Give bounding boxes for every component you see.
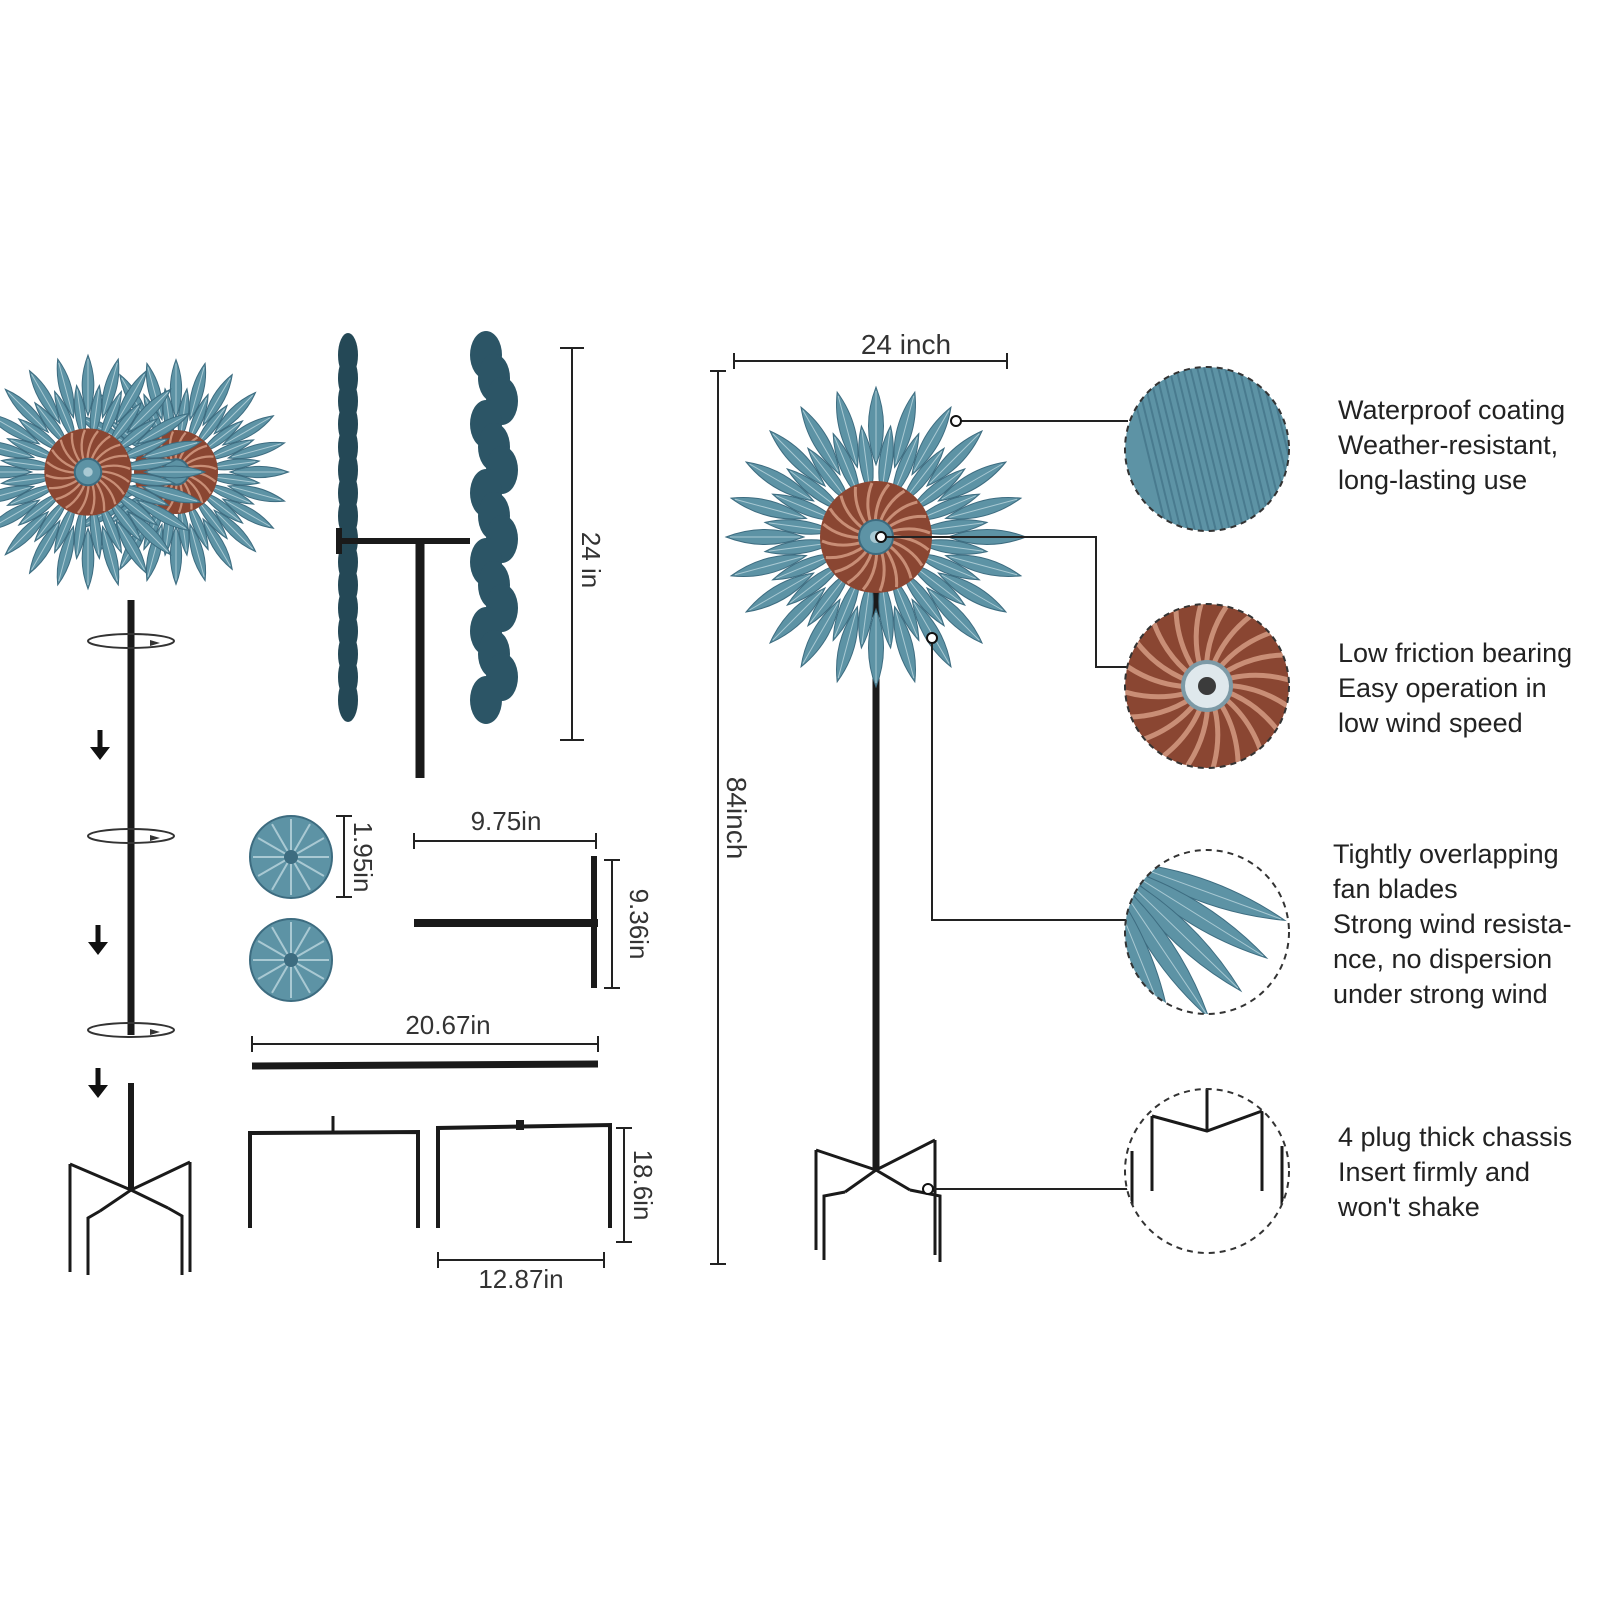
feature-line: Weather-resistant, (1338, 430, 1559, 460)
feature-line: long-lasting use (1338, 465, 1528, 495)
t-bar-width-label: 9.75in (471, 806, 542, 836)
t-bar-part (414, 856, 598, 988)
callout-dot (875, 415, 962, 1195)
base-width-dimension: 12.87in (437, 1252, 605, 1294)
side-view-spinner (336, 331, 518, 778)
base-width-label: 12.87in (478, 1264, 563, 1294)
total-height-label: 84inch (721, 777, 752, 860)
assembled-spinner-top (0, 353, 290, 591)
base-height-label: 18.6in (628, 1150, 658, 1221)
cap-part-1 (249, 815, 333, 899)
t-bar-width-dimension: 9.75in (413, 806, 597, 849)
down-arrow-icon (88, 1068, 108, 1098)
fan-blade-icon (1124, 849, 1290, 1015)
cap-size-label: 1.95in (348, 822, 378, 893)
feature-line: nce, no dispersion (1333, 944, 1553, 974)
chassis-icon (1124, 1088, 1290, 1254)
pole-length-label: 20.67in (405, 1010, 490, 1040)
base-height-dimension: 18.6in (616, 1127, 658, 1243)
feature-line: Strong wind resista- (1333, 909, 1572, 939)
feature-waterproof: Waterproof coating Weather-resistant, lo… (1338, 393, 1565, 498)
cap-part-2 (249, 918, 333, 1002)
height-dimension-24in: 24 in (560, 347, 606, 741)
feature-line: low wind speed (1338, 708, 1523, 738)
pole-length-dimension: 20.67in (251, 1010, 599, 1052)
waterproof-texture-icon (1124, 366, 1290, 532)
feature-line: won't shake (1338, 1192, 1480, 1222)
feature-line: Insert firmly and (1338, 1157, 1531, 1187)
base-stake-part-2 (436, 1120, 612, 1228)
pole-part (251, 1060, 599, 1070)
callout-lines (881, 420, 1128, 1190)
feature-line: under strong wind (1333, 979, 1548, 1009)
feature-line: Waterproof coating (1338, 395, 1566, 425)
t-bar-height-dimension: 9.36in (604, 859, 654, 989)
down-arrow-icon (88, 925, 108, 955)
base-stake-part-1 (248, 1116, 420, 1228)
main-stake-base (814, 1138, 942, 1262)
feature-fan-blades: Tightly overlapping fan blades Strong wi… (1333, 837, 1572, 1012)
feature-line: Tightly overlapping (1333, 839, 1559, 869)
feature-bearing: Low friction bearing Easy operation in l… (1338, 636, 1572, 741)
rotation-ring-icon (87, 633, 175, 649)
side-height-label: 24 in (576, 532, 606, 588)
feature-line: 4 plug thick chassis (1338, 1122, 1573, 1152)
rotation-ring-icon (87, 828, 175, 844)
rotation-ring-icon (87, 1022, 175, 1038)
feature-line: Easy operation in (1338, 673, 1547, 703)
bearing-icon (1124, 603, 1290, 769)
t-bar-height-label: 9.36in (624, 889, 654, 960)
feature-line: fan blades (1333, 874, 1458, 904)
feature-chassis: 4 plug thick chassis Insert firmly and w… (1338, 1120, 1572, 1225)
cap-dimension: 1.95in (336, 815, 378, 898)
feature-line: Low friction bearing (1338, 638, 1573, 668)
down-arrow-icon (90, 730, 110, 760)
spinner-width-label: 24 inch (861, 329, 951, 360)
spinner-width-dimension: 24 inch (733, 329, 1008, 369)
total-height-dimension: 84inch (710, 370, 752, 1265)
stake-base-left (68, 1083, 192, 1275)
